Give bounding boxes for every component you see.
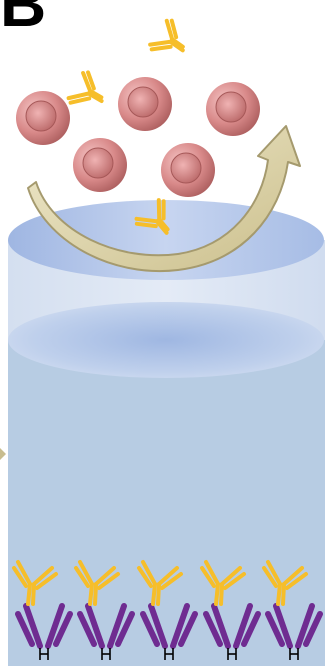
antibody-icon: [67, 70, 110, 115]
cell-icon: [161, 143, 215, 197]
panel-label: B: [0, 0, 46, 40]
cell-icon: [73, 138, 127, 192]
cell-icon: [16, 91, 70, 145]
cells-group: [16, 77, 260, 197]
edge-arrowhead: [0, 448, 6, 460]
liquid-surface: [8, 302, 324, 378]
cell-icon: [118, 77, 172, 131]
cell-icon: [206, 82, 260, 136]
antibody-icon: [148, 18, 193, 64]
